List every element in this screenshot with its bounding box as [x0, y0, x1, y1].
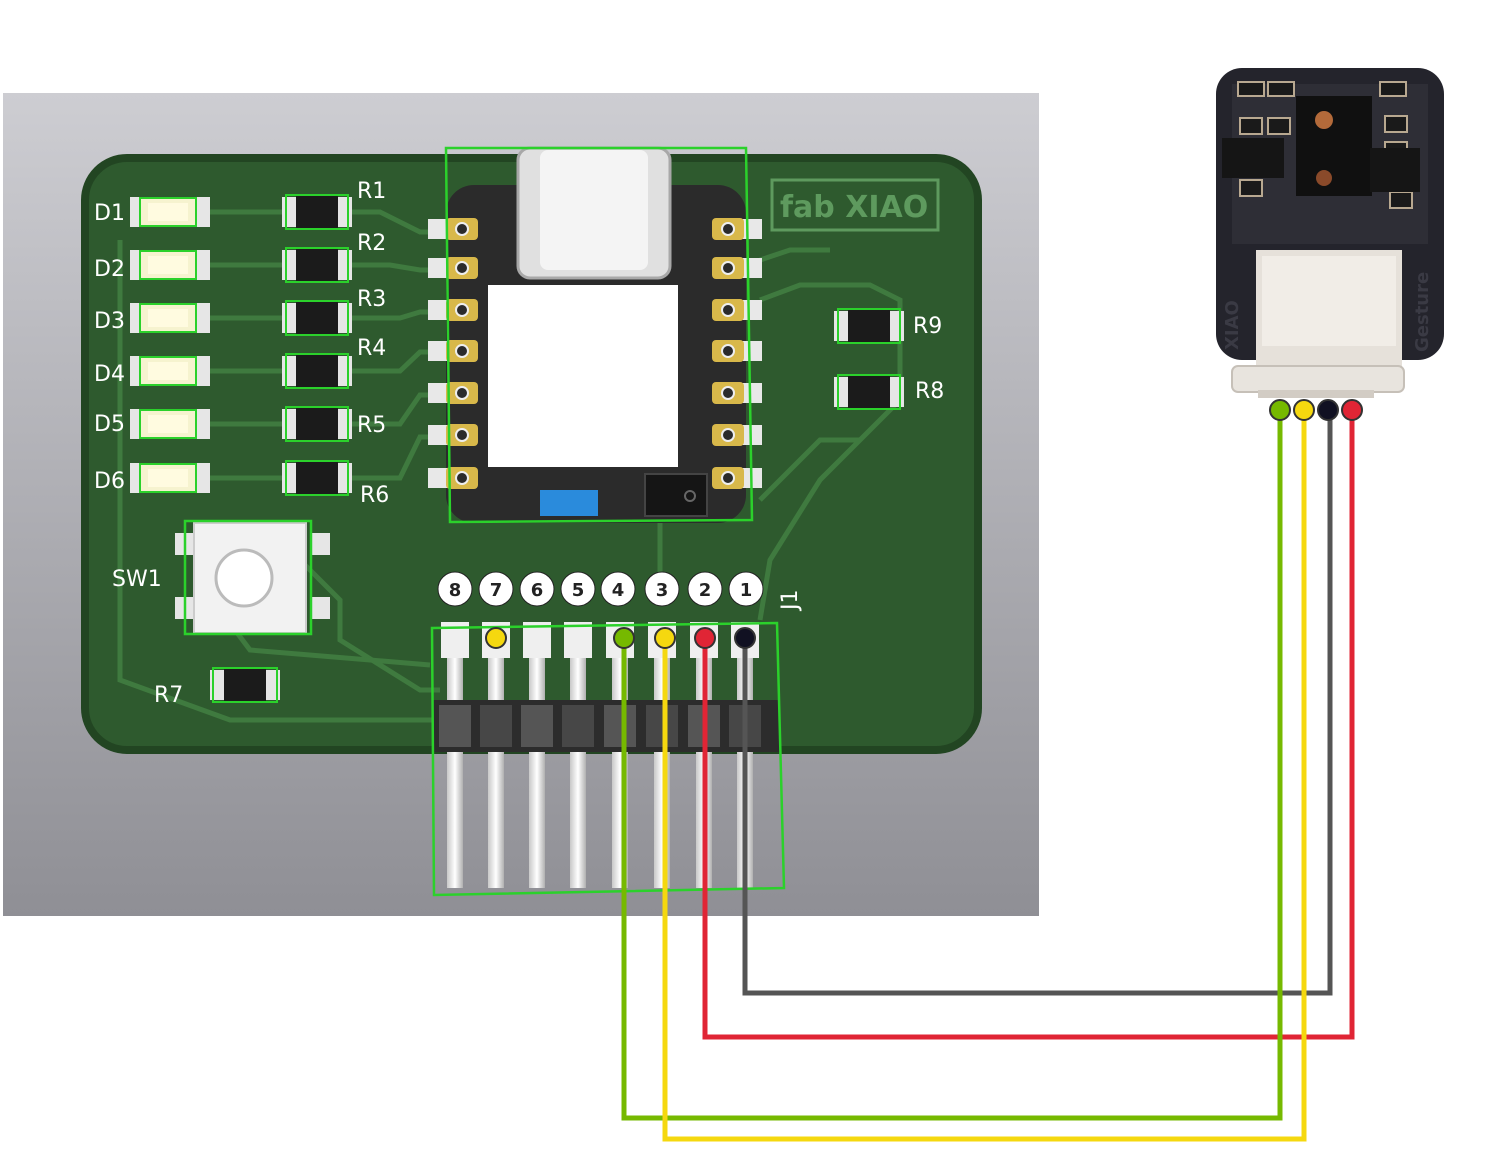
led-1: [130, 197, 210, 227]
header-block: [604, 705, 636, 747]
resistor-1: [282, 194, 352, 230]
silkscreen-text: fab XIAO: [780, 190, 928, 225]
resistor-3: [282, 300, 352, 336]
pin-number-badges: 8 7 6 5 4 3 2 1: [437, 571, 764, 607]
dot-pin3-yellow: [654, 627, 676, 649]
pin-badge-label: 3: [656, 580, 669, 601]
resistor-6: [282, 460, 352, 496]
dot-pin7-yellow: [485, 627, 507, 649]
led-6: [130, 463, 210, 493]
pin-badge-1: 1: [728, 571, 764, 607]
resistor-4: [282, 353, 352, 389]
header-pin: [529, 648, 545, 888]
dot-pin2-red: [694, 627, 716, 649]
led-4: [130, 356, 210, 386]
label-d6: D6: [94, 469, 125, 494]
xiao-pads: [428, 218, 762, 489]
header-pad: [564, 622, 592, 658]
wire-green: [621, 412, 1283, 1121]
pin-badge-label: 6: [531, 580, 544, 601]
header-pin: [488, 648, 504, 888]
led-5: [130, 409, 210, 439]
resistor-r9: [834, 308, 904, 344]
sensor-pin-red: [1341, 399, 1363, 421]
resistor-5: [282, 406, 352, 442]
sensor-pin-yellow: [1293, 399, 1315, 421]
header-pin: [447, 648, 463, 888]
pin-badge-3: 3: [644, 571, 680, 607]
sensor-brand-text: XIAO: [1222, 300, 1243, 350]
boot-button: [644, 473, 708, 517]
label-r6: R6: [360, 483, 389, 508]
pin-badge-5: 5: [560, 571, 596, 607]
label-d3: D3: [94, 309, 125, 334]
wires: [621, 412, 1355, 1142]
sensor-chip-left: [1222, 138, 1284, 178]
dot-pin1-black: [734, 627, 756, 649]
resistor-r8: [834, 374, 904, 410]
label-r2: R2: [357, 231, 386, 256]
resistor-r7: [210, 667, 280, 703]
pin-badge-6: 6: [519, 571, 555, 607]
pin-badge-label: 8: [449, 580, 462, 601]
header-block: [439, 705, 471, 747]
dot-pin4-green: [613, 627, 635, 649]
gesture-sensor-chip: [1296, 96, 1372, 196]
pin-badge-label: 7: [490, 580, 503, 601]
label-r9: R9: [913, 314, 942, 339]
led-group: [130, 197, 210, 493]
label-r5: R5: [357, 413, 386, 438]
pin-badge-8: 8: [437, 571, 473, 607]
reset-button-blue: [540, 490, 598, 516]
pin-badge-7: 7: [478, 571, 514, 607]
label-r8: R8: [915, 379, 944, 404]
led-3: [130, 303, 210, 333]
label-r4: R4: [357, 336, 386, 361]
header-pin: [570, 648, 586, 888]
wire-red: [702, 412, 1355, 1040]
header-pin: [654, 648, 670, 888]
pin-badge-label: 1: [740, 580, 753, 601]
label-r3: R3: [357, 287, 386, 312]
switch-sw1: [175, 519, 330, 636]
sensor-pin-black: [1317, 399, 1339, 421]
xiao-module: [428, 146, 762, 524]
gesture-sensor-module: Gesture XIAO: [1216, 68, 1444, 421]
label-j1: J1: [778, 590, 803, 613]
pin-badge-label: 4: [612, 580, 625, 601]
sensor-pin-green: [1269, 399, 1291, 421]
header-block: [521, 705, 553, 747]
header-block: [480, 705, 512, 747]
pin-badge-4: 4: [600, 571, 636, 607]
header-block: [646, 705, 678, 747]
header-wire-dots: [485, 627, 756, 649]
shield-can: [488, 285, 678, 467]
pin-badge-label: 2: [699, 580, 712, 601]
header-pad: [523, 622, 551, 658]
label-d5: D5: [94, 412, 125, 437]
label-sw1: SW1: [112, 567, 162, 592]
component-labels: D1 D2 D3 D4 D5 D6 R1 R2 R3 R4 R5 R6 R9 R…: [94, 179, 944, 708]
header-blocks: [439, 705, 761, 747]
label-d2: D2: [94, 257, 125, 282]
resistor-group: [282, 194, 352, 496]
label-r1: R1: [357, 179, 386, 204]
led-2: [130, 250, 210, 280]
pin-badge-2: 2: [687, 571, 723, 607]
label-r7: R7: [154, 683, 183, 708]
label-d1: D1: [94, 201, 125, 226]
label-d4: D4: [94, 362, 125, 387]
pin-badge-label: 5: [572, 580, 585, 601]
header-block: [562, 705, 594, 747]
sensor-side-text: Gesture: [1412, 272, 1433, 352]
wire-yellow: [662, 412, 1307, 1142]
resistor-2: [282, 247, 352, 283]
wire-gray: [742, 412, 1333, 996]
